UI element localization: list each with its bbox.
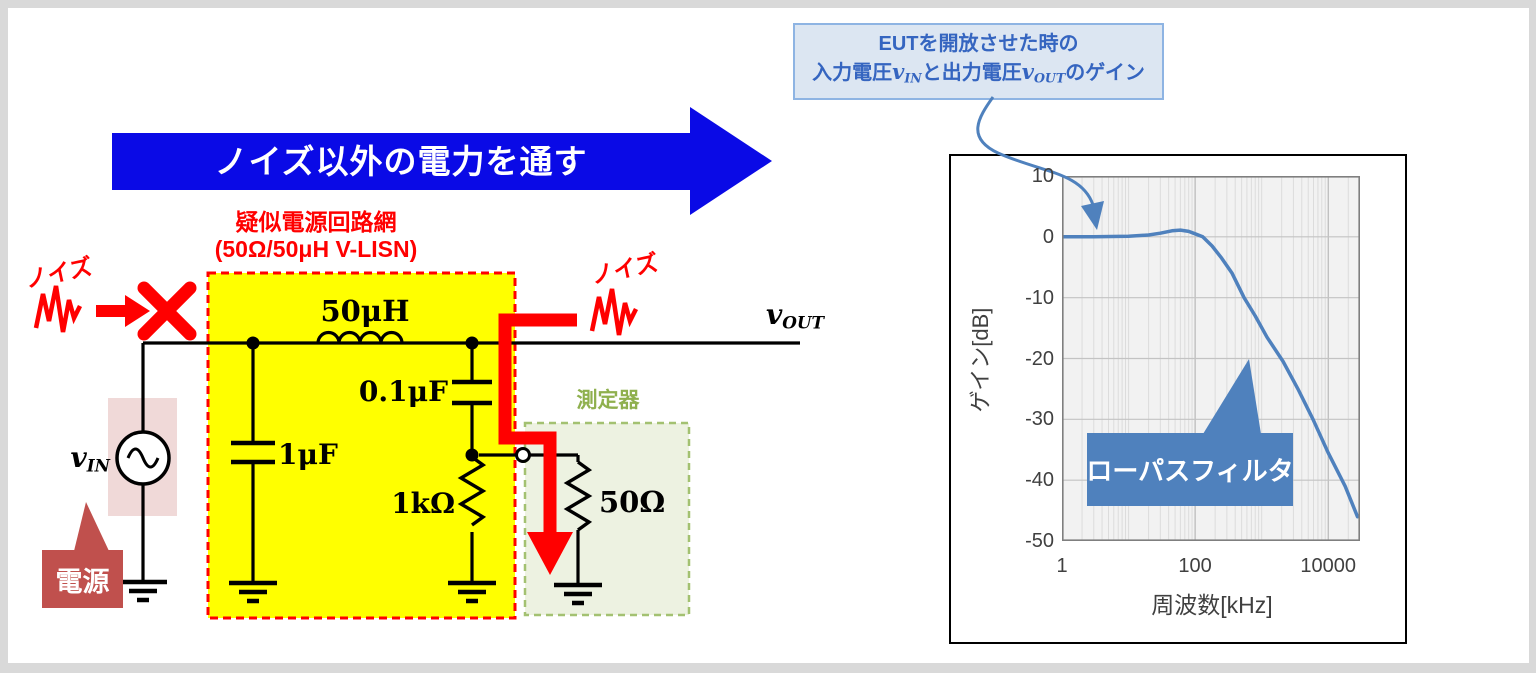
meter-label: 測定器 [576,389,640,412]
shunt-cap-label: 1μF [278,438,338,471]
lisn-title: 疑似電源回路網 (50Ω/50μH V-LISN) [166,209,466,263]
meter-resistor-label: 50Ω [599,485,666,519]
lisn-resistor-label: 1kΩ [391,487,455,520]
x-tick-label: 10000 [1300,555,1357,577]
eut-callout-line2: 入力電圧vINと出力電圧vOUTのゲイン [812,59,1145,86]
y-tick-label: 0 [1042,225,1054,248]
y-axis-title: ゲイン[dB] [968,307,993,413]
y-tick-label: 10 [1031,165,1054,187]
vout-label: vOUT [766,298,825,333]
y-tick-label: -50 [1025,530,1054,552]
x-tick-label: 1 [1056,555,1068,577]
y-tick-label: -30 [1025,408,1054,431]
x-tick-label: 100 [1178,555,1212,577]
series-cap-label: 0.1μF [358,375,448,408]
y-tick-label: -20 [1025,347,1054,370]
inductor-label: 50μH [320,294,410,328]
eut-callout-box: EUTを開放させた時の 入力電圧vINと出力電圧vOUTのゲイン [793,23,1164,100]
flow-arrow-label: ノイズ以外の電力を通す [214,143,588,180]
y-tick-label: -10 [1025,286,1054,309]
y-tick-label: -40 [1025,469,1054,492]
power-callout: 電源 [42,550,123,608]
x-axis-title: 周波数[kHz] [1151,592,1273,618]
lisn-title-line1: 疑似電源回路網 [235,209,397,235]
lowpass-callout-label: ローパスフィルタ [1086,456,1294,486]
lisn-title-line2: (50Ω/50μH V-LISN) [214,236,418,262]
eut-callout-line1: EUTを開放させた時の [878,33,1079,56]
vin-label: vIN [70,441,110,476]
